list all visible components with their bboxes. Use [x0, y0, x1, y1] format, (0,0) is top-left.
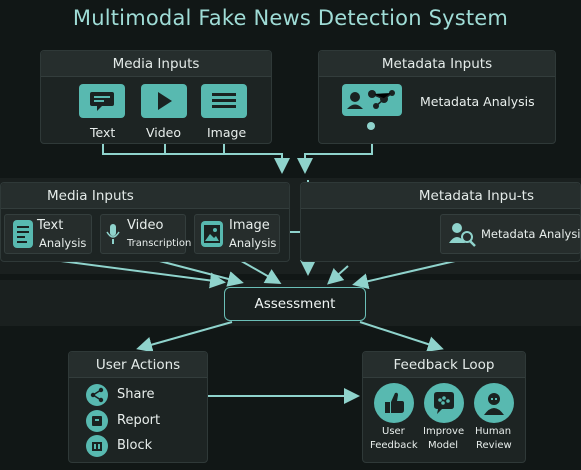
arrow-assess-user: [136, 321, 233, 353]
feedback-improve-line2: Model: [428, 440, 459, 451]
media-top-label-image: Image: [207, 125, 247, 140]
image-analysis-module[interactable]: Image Analysis: [194, 214, 280, 254]
play-icon[interactable]: [141, 84, 187, 118]
arrow-left-assess: [37, 257, 226, 289]
user-action-block[interactable]: Block: [117, 438, 153, 453]
meta-mid-label: Metadata Analysis: [481, 227, 581, 241]
image-analysis-line1: Image: [229, 218, 270, 233]
block-icon[interactable]: [86, 435, 108, 457]
connector-text: [102, 140, 290, 174]
user-actions-header: User Actions: [69, 352, 207, 378]
video-transcription-line1: Video: [127, 218, 164, 233]
image-analysis-line2: Analysis: [229, 236, 277, 250]
arrow-meta-assess: [352, 257, 469, 290]
text-analysis-line2: Analysis: [39, 236, 87, 250]
text-analysis-line1: Text: [37, 218, 64, 233]
media-top-label-video: Video: [146, 125, 182, 140]
connector-metadata-top: [297, 135, 373, 174]
video-transcription-line2: Transcription: [127, 238, 192, 249]
network-graph-icon[interactable]: [342, 84, 402, 116]
arrow-midright-assess: [327, 265, 349, 285]
feedback-user-line2: Feedback: [370, 440, 418, 451]
user-action-report[interactable]: Report: [117, 413, 161, 428]
feedback-loop-header: Feedback Loop: [363, 352, 525, 378]
chat-bubble-icon[interactable]: [79, 84, 125, 118]
metadata-analysis-module[interactable]: Metadata Analysis: [440, 214, 581, 254]
share-icon[interactable]: [86, 384, 108, 406]
person-icon[interactable]: [474, 383, 514, 423]
thumbs-up-icon[interactable]: [374, 383, 414, 423]
text-analysis-module[interactable]: Text Analysis: [4, 214, 92, 254]
document-icon: [13, 220, 33, 248]
arrow-image-assess: [235, 257, 282, 284]
feedback-human-line2: Review: [476, 440, 512, 451]
media-inputs-header-mid: Media Inputs: [1, 183, 289, 209]
metadata-inputs-header-top: Metadata Inputs: [319, 51, 555, 77]
page-title: Multimodal Fake News Detection System: [72, 6, 509, 30]
image-lines-icon[interactable]: [201, 84, 247, 118]
people-search-icon: [447, 219, 477, 249]
picture-icon: [201, 221, 223, 247]
media-top-label-text: Text: [90, 125, 116, 140]
video-transcription-module[interactable]: Video Transcription: [100, 214, 191, 254]
metadata-inputs-header-mid: Metadata Inpu-ts: [301, 183, 580, 209]
microphone-icon: [105, 220, 121, 248]
media-inputs-header-top: Media Inputs: [41, 51, 271, 77]
assessment-box[interactable]: Assessment: [224, 287, 366, 321]
feedback-human-line1: Human: [475, 426, 512, 437]
arrow-video-assess: [147, 257, 244, 287]
arrow-assess-feedback: [359, 321, 444, 352]
feedback-improve-line1: Improve: [423, 426, 465, 437]
metadata-dot-icon: [367, 122, 375, 130]
feedback-user-line1: User: [382, 426, 405, 437]
user-action-share[interactable]: Share: [117, 387, 155, 402]
report-icon[interactable]: [86, 410, 108, 432]
chat-brain-icon[interactable]: [424, 383, 464, 423]
meta-top-label: Metadata Analysis: [420, 94, 535, 109]
